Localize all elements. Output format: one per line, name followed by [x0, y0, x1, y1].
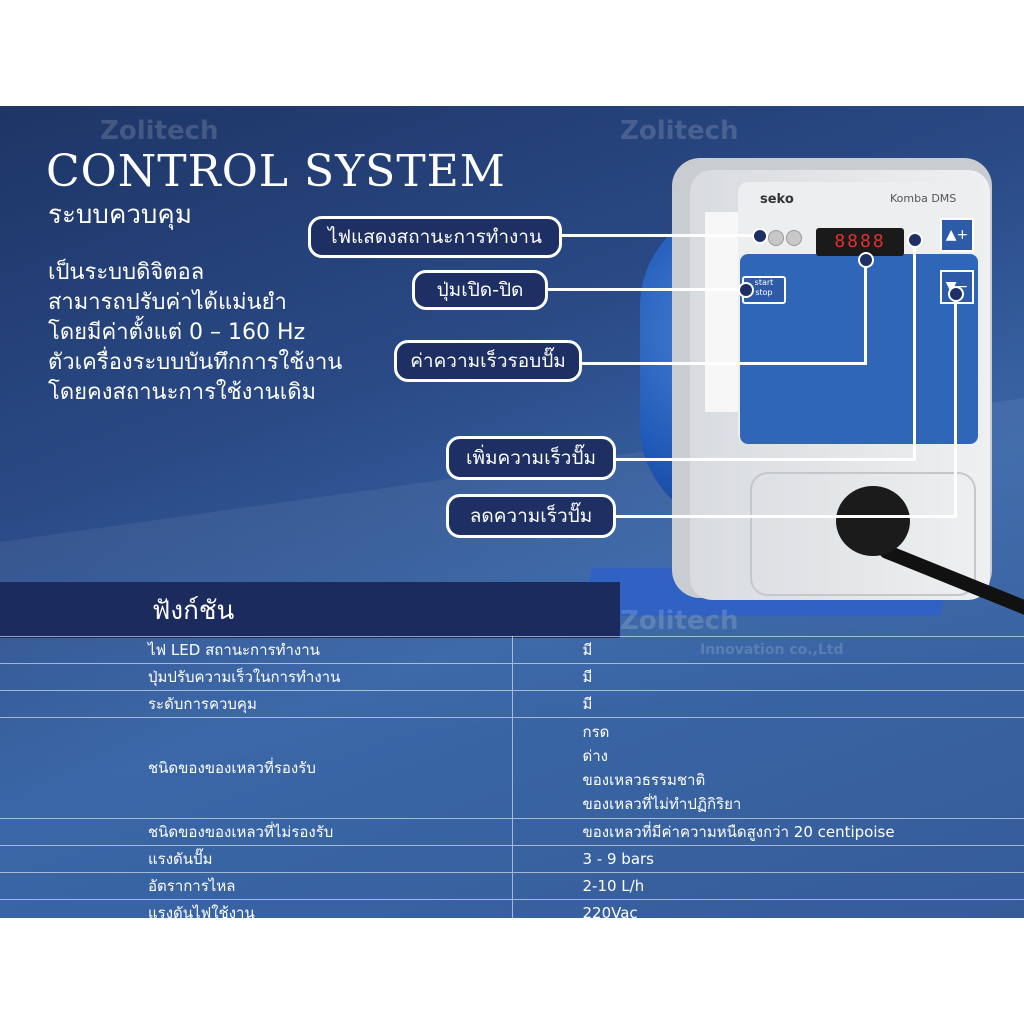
spec-value: 220Vac	[512, 899, 1024, 926]
description: เป็นระบบดิจิตอล สามารถปรับค่าได้แม่นยำ โ…	[48, 258, 342, 408]
spec-value: 3 - 9 bars	[512, 845, 1024, 873]
watermark-brand: Zolitech	[620, 116, 739, 146]
spec-value: กรด ด่าง ของเหลวธรรมชาติ ของเหลวที่ไม่ทำ…	[512, 717, 1024, 819]
table-row: อัตราการไหล 2-10 L/h	[0, 872, 1024, 900]
callout-pump-speed: ค่าความเร็วรอบปั๊ม	[394, 340, 582, 382]
spec-value: ของเหลวที่มีค่าความหนืดสูงกว่า 20 centip…	[512, 818, 1024, 846]
watermark-brand: Zolitech	[100, 116, 219, 146]
callout-decrease-speed: ลดความเร็วปั๊ม	[446, 494, 616, 538]
start-label: start	[754, 278, 774, 287]
functions-title: ฟังก์ชัน	[152, 596, 235, 626]
table-row: ปุ่มปรับความเร็วในการทำงาน มี	[0, 663, 1024, 691]
pump-model: Komba DMS	[890, 192, 957, 205]
stop-label: stop	[755, 288, 773, 297]
callout-line	[614, 458, 916, 461]
status-led-icon	[768, 230, 784, 246]
control-system-panel: Zolitech Zolitech CONTROL SYSTEM ระบบควบ…	[0, 106, 1024, 918]
spec-label: ระดับการควบคุม	[0, 690, 513, 718]
callout-line	[884, 515, 956, 518]
spec-value-line: ของเหลวธรรมชาติ	[582, 771, 706, 789]
description-line: โดยคงสถานะการใช้งานเดิม	[48, 380, 317, 405]
spec-label: ชนิดของของเหลวที่ไม่รองรับ	[0, 818, 513, 846]
callout-line	[864, 258, 867, 365]
start-stop-button[interactable]: start stop	[742, 276, 786, 304]
callout-line	[560, 234, 760, 237]
spec-value: มี	[512, 690, 1024, 718]
callout-line	[954, 292, 957, 518]
table-row: แรงดันปั๊ม 3 - 9 bars	[0, 845, 1024, 873]
spec-label: แรงดันปั๊ม	[0, 845, 513, 873]
spec-label: อัตราการไหล	[0, 872, 513, 900]
spec-table: ไฟ LED สถานะการทำงาน มี ปุ่มปรับความเร็ว…	[0, 636, 1024, 926]
callout-line	[614, 515, 884, 518]
callout-dot	[948, 286, 964, 302]
spec-value: มี	[512, 636, 1024, 664]
spec-label: ปุ่มปรับความเร็วในการทำงาน	[0, 663, 513, 691]
callout-on-off-button: ปุ่มเปิด-ปิด	[412, 270, 548, 310]
callout-dot	[738, 282, 754, 298]
callout-status-light: ไฟแสดงสถานะการทำงาน	[308, 216, 562, 258]
table-row: ชนิดของของเหลวที่ไม่รองรับ ของเหลวที่มีค…	[0, 818, 1024, 846]
callout-dot	[907, 232, 923, 248]
callout-dot	[752, 228, 768, 244]
page-title: CONTROL SYSTEM	[46, 146, 506, 197]
spec-value-line: ของเหลวที่ไม่ทำปฏิกิริยา	[582, 795, 742, 813]
watermark-brand: Zolitech	[620, 606, 739, 636]
increase-speed-button[interactable]: ▲+	[940, 218, 974, 252]
spec-value-line: ด่าง	[582, 747, 609, 765]
pump-brand: seko	[760, 192, 794, 207]
functions-header-bar	[0, 582, 620, 638]
description-line: โดยมีค่าตั้งแต่ 0 – 160 Hz	[48, 320, 306, 345]
callout-line	[913, 238, 916, 461]
callout-increase-speed: เพิ่มความเร็วปั๊ม	[446, 436, 616, 480]
cable-gland-icon	[836, 486, 910, 556]
page-subtitle: ระบบควบคุม	[48, 200, 192, 230]
status-led-icon	[786, 230, 802, 246]
spec-value: 2-10 L/h	[512, 872, 1024, 900]
spec-label: ชนิดของของเหลวที่รองรับ	[0, 717, 513, 819]
callout-dot	[858, 252, 874, 268]
spec-label: แรงดันไฟใช้งาน	[0, 899, 513, 926]
table-row: ระดับการควบคุม มี	[0, 690, 1024, 718]
pump-display: 8888	[816, 228, 904, 256]
description-line: ตัวเครื่องระบบบันทึกการใช้งาน	[48, 350, 343, 375]
description-line: เป็นระบบดิจิตอล	[48, 260, 205, 285]
spec-value: มี	[512, 663, 1024, 691]
callout-line	[546, 288, 746, 291]
description-line: สามารถปรับค่าได้แม่นยำ	[48, 290, 287, 315]
table-row: แรงดันไฟใช้งาน 220Vac	[0, 899, 1024, 926]
table-row: ไฟ LED สถานะการทำงาน มี	[0, 636, 1024, 664]
pump-lower-housing	[750, 472, 976, 596]
spec-label: ไฟ LED สถานะการทำงาน	[0, 636, 513, 664]
spec-value-line: กรด	[582, 723, 610, 741]
table-row: ชนิดของของเหลวที่รองรับ กรด ด่าง ของเหลว…	[0, 717, 1024, 819]
callout-line	[580, 362, 866, 365]
